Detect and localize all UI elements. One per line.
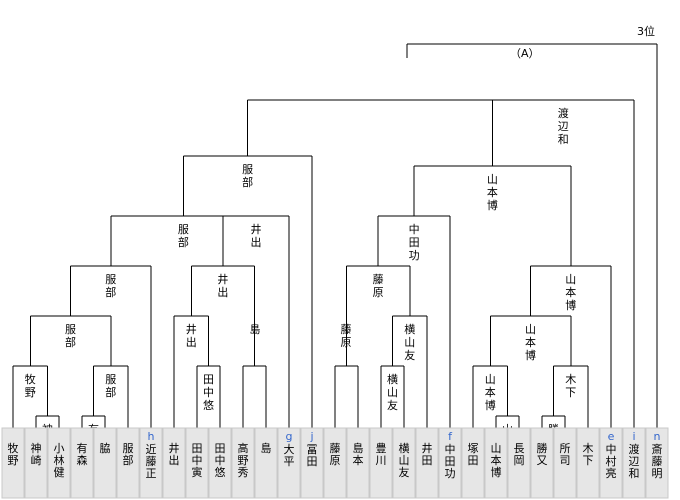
player-name: 木下	[583, 442, 594, 467]
player-box	[599, 427, 623, 499]
winner-label: 服部	[105, 273, 116, 299]
seed-letter: h	[148, 430, 155, 443]
player-box	[185, 427, 209, 499]
player-name: 井田	[422, 441, 433, 467]
player-name: 塚田	[468, 442, 479, 467]
player-boxes: 牧野神崎 小林健 有森脇服部 h近藤正 井出 田中寅 田中悠 高野秀 島 g大平 j冨田藤原島本豊川…	[1, 427, 669, 499]
player-box	[553, 427, 577, 499]
player-name: 田中悠	[215, 442, 226, 479]
player-name: 勝又	[537, 441, 548, 467]
player-name: 田中寅	[192, 442, 203, 479]
player-box	[208, 427, 232, 499]
winner-label: 藤原	[373, 273, 384, 299]
winner-label: 藤原	[341, 323, 352, 349]
player-box	[576, 427, 600, 499]
player-name: 藤原	[330, 442, 341, 467]
player-name: 牧野	[8, 441, 19, 467]
player-name: 井出	[169, 441, 180, 467]
seed-letter: j	[309, 430, 313, 443]
winner-label: 牧野	[25, 372, 36, 399]
winner-label: 渡辺和	[558, 106, 569, 146]
rank-label: 3位	[637, 24, 655, 38]
player-name: 山本博	[491, 442, 502, 479]
player-box	[231, 427, 255, 499]
winner-label: 山本博	[525, 323, 536, 362]
player-box	[139, 427, 163, 499]
player-box	[392, 427, 416, 499]
player-name: 中田功	[445, 443, 456, 480]
player-box	[47, 427, 71, 499]
player-name: 島本	[353, 441, 364, 467]
player-name: 島	[261, 441, 272, 455]
player-box	[24, 427, 48, 499]
player-name: 大平	[284, 442, 295, 468]
player-box	[162, 427, 186, 499]
player-name: 神崎	[31, 441, 42, 467]
player-name: 所司	[560, 442, 571, 467]
player-name: 冨田	[307, 443, 318, 468]
player-box	[116, 427, 140, 499]
player-name: 服部	[123, 442, 134, 467]
winner-label: 井出	[250, 222, 261, 249]
winner-label: 井出	[217, 272, 228, 299]
seed-letter: g	[286, 430, 293, 443]
bracket-lines	[12, 43, 658, 428]
winner-label: 服部	[65, 323, 76, 349]
winner-label: 井出	[186, 322, 197, 349]
player-box	[507, 427, 531, 499]
player-box	[70, 427, 94, 499]
player-name: 有森	[77, 441, 88, 467]
player-name: 高野秀	[238, 441, 249, 479]
winner-label: 服部	[105, 373, 116, 399]
player-box	[93, 427, 117, 499]
player-box	[254, 427, 278, 499]
player-name: 長岡	[514, 442, 525, 467]
winner-label: 横山友	[404, 322, 415, 362]
player-box	[438, 427, 462, 499]
player-box	[346, 427, 370, 499]
player-box	[369, 427, 393, 499]
player-box	[300, 427, 324, 499]
winner-label: 中田功	[409, 223, 420, 262]
seed-letter: n	[654, 430, 661, 443]
seed-letter: f	[448, 430, 453, 443]
player-box	[277, 427, 301, 499]
winner-labels: 神崎有森田中悠横山友山本博勝又牧野服部井出横山友山本博木下島藤原服部井出藤原山本…	[25, 106, 577, 462]
player-box	[645, 427, 669, 499]
winner-label: 服部	[242, 163, 253, 189]
winner-label: 島	[250, 322, 261, 336]
seed-letter: i	[632, 430, 635, 443]
player-box	[484, 427, 508, 499]
final-label: （A）	[510, 47, 540, 60]
player-box	[461, 427, 485, 499]
player-name: 近藤正	[146, 443, 157, 480]
player-name: 横山友	[399, 441, 410, 479]
player-box	[415, 427, 439, 499]
winner-label: 田中悠	[203, 373, 214, 412]
winner-label: 山本博	[485, 373, 496, 412]
player-name: 中村亮	[606, 443, 617, 480]
player-box	[1, 427, 25, 499]
winner-label: 木下	[565, 373, 576, 399]
player-name: 豊川	[376, 442, 387, 467]
winner-label: 横山友	[387, 372, 398, 412]
player-name: 小林健	[54, 442, 65, 479]
player-name: 斎藤明	[652, 442, 663, 480]
player-name: 脇	[100, 442, 111, 455]
seed-letter: e	[608, 430, 615, 443]
player-box	[622, 427, 646, 499]
player-name: 渡辺和	[629, 442, 640, 480]
winner-label: 山本博	[487, 173, 498, 212]
player-box	[530, 427, 554, 499]
winner-label: 服部	[178, 223, 189, 249]
player-box	[323, 427, 347, 499]
winner-label: 山本博	[565, 273, 576, 312]
